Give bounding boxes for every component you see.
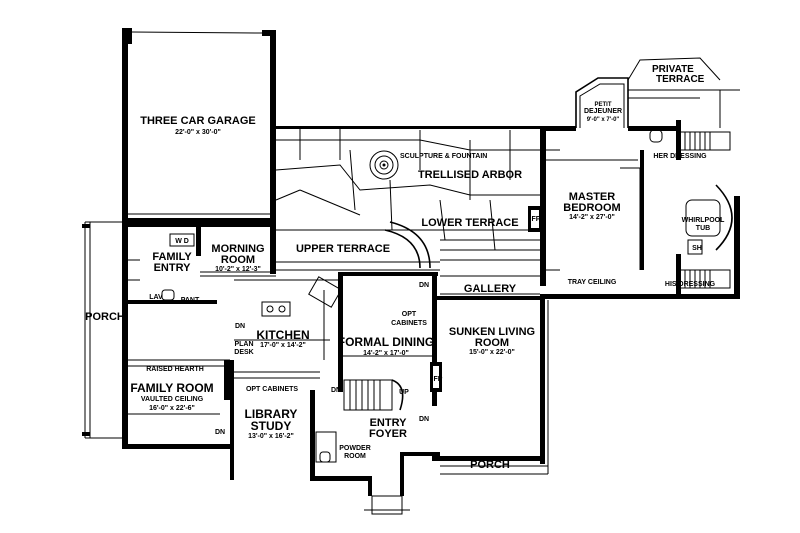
label-wd: W D <box>175 238 189 245</box>
dn-foyer: DN <box>419 416 429 423</box>
dims-living: 15'-0" x 22'-0" <box>469 349 515 356</box>
label-family-entry-2: ENTRY <box>154 262 192 274</box>
fp-living: FP <box>434 376 443 383</box>
label-powder-2: ROOM <box>344 453 366 460</box>
dn-gallery: DN <box>419 282 429 289</box>
label-master-1: MASTER <box>569 191 616 203</box>
label-plan-desk-2: DESK <box>234 349 253 356</box>
dims-library: 13'-0" x 16'-2" <box>248 433 294 440</box>
label-porch-front: PORCH <box>470 459 510 471</box>
label-sh: SH <box>692 245 702 252</box>
label-porch-left: PORCH <box>85 311 125 323</box>
label-pant: PANT <box>181 297 200 304</box>
label-powder-1: POWDER <box>339 445 371 452</box>
label-her-dressing: HER DRESSING <box>653 153 707 160</box>
dn-library: DN <box>215 429 225 436</box>
label-plan-desk-1: PLAN <box>234 341 253 348</box>
dims-garage: 22'-0" x 30'-0" <box>175 129 221 136</box>
label-gallery: GALLERY <box>464 283 517 295</box>
dims-master: 14'-2" x 27'-0" <box>569 214 615 221</box>
garage <box>122 28 276 228</box>
fp-master: FP <box>532 216 541 223</box>
label-private-terrace-2: TERRACE <box>656 74 705 85</box>
north-rooms <box>122 222 276 312</box>
label-his-dressing: HIS DRESSING <box>665 281 716 288</box>
fountain-icon <box>369 150 399 180</box>
label-sculpture: SCULPTURE & FOUNTAIN <box>400 153 487 160</box>
master-wing <box>528 57 740 299</box>
label-master-2: BEDROOM <box>563 202 620 214</box>
label-morning-2: ROOM <box>221 254 255 266</box>
label-family-entry-1: FAMILY <box>152 251 192 263</box>
label-family-room-2: VAULTED CEILING <box>141 396 204 403</box>
label-lower-terrace: LOWER TERRACE <box>421 217 518 229</box>
room-labels: THREE CAR GARAGE 22'-0" x 30'-0" PRIVATE… <box>85 64 725 471</box>
label-trellised-arbor: TRELLISED ARBOR <box>418 169 522 181</box>
dims-kitchen: 17'-0" x 14'-2" <box>260 342 306 349</box>
dining-foyer <box>310 272 440 515</box>
dims-family-room: 16'-0" x 22'-6" <box>149 405 195 412</box>
label-lav: LAV <box>149 294 163 301</box>
left-porch <box>82 221 122 439</box>
label-library-1: LIBRARY <box>245 407 298 421</box>
label-whirlpool-1: WHIRLPOOL <box>682 217 725 224</box>
label-tray-ceiling: TRAY CEILING <box>568 279 617 286</box>
dn-kitchen: DN <box>235 323 245 330</box>
dims-formal-dining: 14'-2" x 17'-0" <box>363 350 409 357</box>
label-living-1: SUNKEN LIVING <box>449 326 535 338</box>
label-garage: THREE CAR GARAGE <box>140 115 256 127</box>
label-whirlpool-2: TUB <box>696 225 710 232</box>
label-morning-1: MORNING <box>211 243 264 255</box>
label-raised-hearth: RAISED HEARTH <box>146 366 204 373</box>
label-opt-cab-lib: OPT CABINETS <box>246 386 298 393</box>
living-room <box>430 296 549 475</box>
label-petit-2: DEJEUNER <box>584 108 622 115</box>
label-library-2: STUDY <box>251 419 292 433</box>
label-entry-2: FOYER <box>369 428 407 440</box>
dims-petit: 9'-0" x 7'-0" <box>587 117 620 123</box>
dims-morning: 10'-2" x 12'-3" <box>215 266 261 273</box>
label-opt-cab-1: OPT <box>402 311 417 318</box>
markers: FP FP DN DN DN DN DN UP <box>215 216 541 436</box>
label-petit-1: PETIT <box>594 102 611 108</box>
label-upper-terrace: UPPER TERRACE <box>296 243 390 255</box>
gallery <box>440 275 540 295</box>
dn-foyer-left: DN <box>331 387 341 394</box>
label-entry-1: ENTRY <box>370 417 408 429</box>
label-formal-dining: FORMAL DINING <box>338 335 434 349</box>
label-family-room: FAMILY ROOM <box>130 381 213 395</box>
kitchen-family <box>122 276 342 480</box>
up-stair: UP <box>399 389 409 396</box>
label-opt-cab-2: CABINETS <box>391 320 427 327</box>
label-living-2: ROOM <box>475 337 509 349</box>
label-private-terrace-1: PRIVATE <box>652 64 694 75</box>
label-kitchen: KITCHEN <box>256 328 309 342</box>
